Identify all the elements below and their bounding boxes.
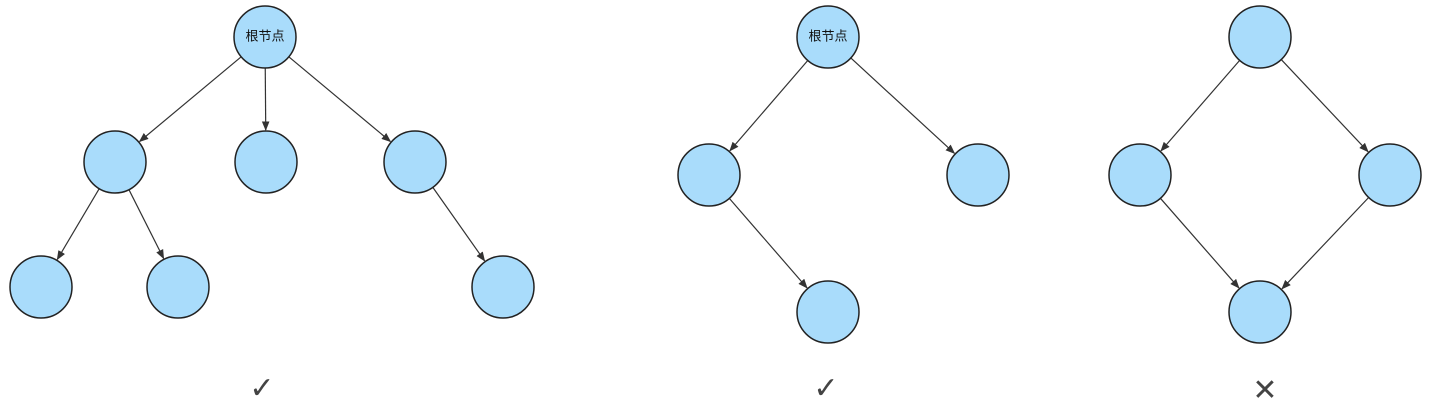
edge-tree-2-root-to-b	[850, 57, 956, 154]
node-tree-1-root	[233, 5, 297, 69]
node-tree-2-b	[946, 143, 1010, 207]
edge-tree-2-a-to-a1	[728, 198, 808, 289]
node-tree-2-root	[796, 5, 860, 69]
nodes-layer: 根节点 根节点	[9, 5, 1422, 344]
node-tree-1-b	[234, 130, 298, 194]
node-graph-3-m	[1228, 280, 1292, 344]
edge-graph-3-root-to-b	[1280, 59, 1369, 153]
edge-tree-2-root-to-a	[729, 60, 809, 152]
root-label-tree-2: 根节点	[808, 30, 847, 45]
edge-tree-1-root-to-c	[288, 56, 392, 143]
edge-tree-1-c-to-c1	[432, 187, 486, 262]
node-tree-2-a	[677, 143, 741, 207]
node-graph-3-root	[1228, 5, 1292, 69]
node-tree-1-a2	[146, 255, 210, 319]
edge-tree-1-a-to-a2	[128, 189, 165, 260]
node-tree-1-a	[83, 130, 147, 194]
node-tree-2-a1	[796, 280, 860, 344]
verdict-check-mark-tree-1: ✓	[249, 371, 275, 406]
verdict-check-mark-tree-2: ✓	[813, 371, 839, 406]
node-tree-1-a1	[9, 255, 73, 319]
verdict-cross-mark-graph-3: ✕	[1252, 373, 1278, 408]
edge-graph-3-root-to-a	[1160, 59, 1241, 152]
root-label-tree-1: 根节点	[245, 30, 284, 45]
edge-tree-1-root-to-a	[138, 56, 242, 143]
node-tree-1-c	[383, 130, 447, 194]
edge-graph-3-a-to-m	[1159, 197, 1240, 289]
node-graph-3-a	[1108, 143, 1172, 207]
edge-graph-3-b-to-m	[1281, 197, 1370, 290]
node-tree-1-c1	[471, 255, 535, 319]
node-graph-3-b	[1358, 143, 1422, 207]
edge-tree-1-a-to-a1	[56, 188, 100, 261]
edges-layer	[56, 56, 1370, 290]
